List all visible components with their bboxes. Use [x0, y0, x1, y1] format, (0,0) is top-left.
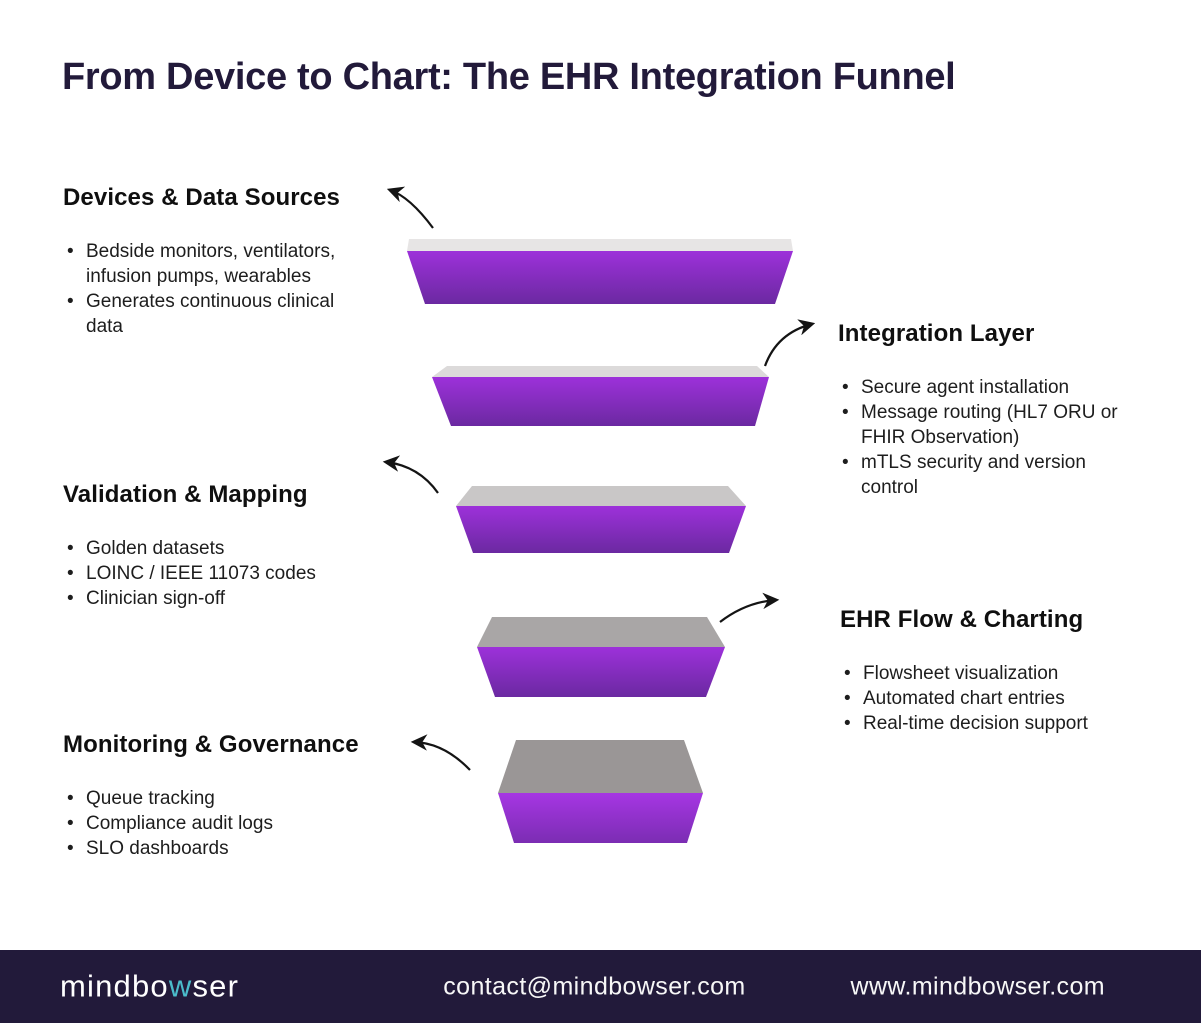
bullet-item: Real-time decision support: [840, 711, 1092, 736]
funnel-segment-5: [498, 740, 703, 843]
bullet-item: Generates continuous clinical data: [63, 289, 345, 339]
mindbowser-logo: mindbowser: [60, 968, 239, 1004]
section-integration: Integration Layer Secure agent installat…: [838, 320, 1160, 500]
funnel-segment-2: [432, 366, 769, 426]
section-heading: Integration Layer: [838, 320, 1035, 347]
funnel-segment-1: [407, 239, 793, 304]
arrow-to-monitoring: [410, 734, 471, 771]
bullet-item: Message routing (HL7 ORU or FHIR Observa…: [838, 400, 1140, 450]
section-heading: Devices & Data Sources: [63, 184, 341, 211]
bullet-item: Compliance audit logs: [63, 811, 403, 836]
section-bullets: Golden datasetsLOINC / IEEE 11073 codesC…: [63, 536, 393, 611]
bullet-item: mTLS security and version control: [838, 450, 1140, 500]
section-devices: Devices & Data Sources Bedside monitors,…: [63, 184, 373, 339]
section-ehr-flow: EHR Flow & Charting Flowsheet visualizat…: [840, 606, 1162, 736]
bullet-item: Queue tracking: [63, 786, 403, 811]
logo-text-end: ser: [192, 967, 240, 1003]
section-bullets: Secure agent installationMessage routing…: [838, 375, 1140, 500]
logo-text-start: mindbo: [60, 967, 169, 1003]
section-bullets: Queue trackingCompliance audit logsSLO d…: [63, 786, 403, 861]
footer-email: contact@mindbowser.com: [443, 972, 746, 1000]
bullet-item: Automated chart entries: [840, 686, 1092, 711]
section-validation: Validation & Mapping Golden datasetsLOIN…: [63, 481, 393, 611]
page-title: From Device to Chart: The EHR Integratio…: [62, 56, 956, 98]
footer-website: www.mindbowser.com: [850, 972, 1105, 1000]
section-heading: EHR Flow & Charting: [840, 606, 1084, 633]
bullet-item: Flowsheet visualization: [840, 661, 1092, 686]
arrow-to-validation: [382, 455, 439, 494]
footer-bar: mindbowser contact@mindbowser.com www.mi…: [0, 950, 1201, 1023]
bullet-item: Clinician sign-off: [63, 586, 393, 611]
funnel-segment-4: [477, 617, 725, 697]
bullet-item: SLO dashboards: [63, 836, 403, 861]
arrow-to-ehr-flow: [719, 592, 780, 623]
section-monitoring: Monitoring & Governance Queue trackingCo…: [63, 731, 403, 861]
bullet-item: Secure agent installation: [838, 375, 1140, 400]
arrow-to-devices: [386, 186, 434, 229]
arrow-to-integration: [763, 319, 816, 367]
bullet-item: Bedside monitors, ventilators, infusion …: [63, 239, 345, 289]
bullet-item: LOINC / IEEE 11073 codes: [63, 561, 393, 586]
section-bullets: Flowsheet visualizationAutomated chart e…: [840, 661, 1092, 736]
funnel-segment-3: [456, 486, 746, 553]
bullet-item: Golden datasets: [63, 536, 393, 561]
logo-accent-letter: w: [168, 967, 193, 1003]
section-bullets: Bedside monitors, ventilators, infusion …: [63, 239, 345, 339]
section-heading: Monitoring & Governance: [63, 731, 359, 758]
section-heading: Validation & Mapping: [63, 481, 308, 508]
